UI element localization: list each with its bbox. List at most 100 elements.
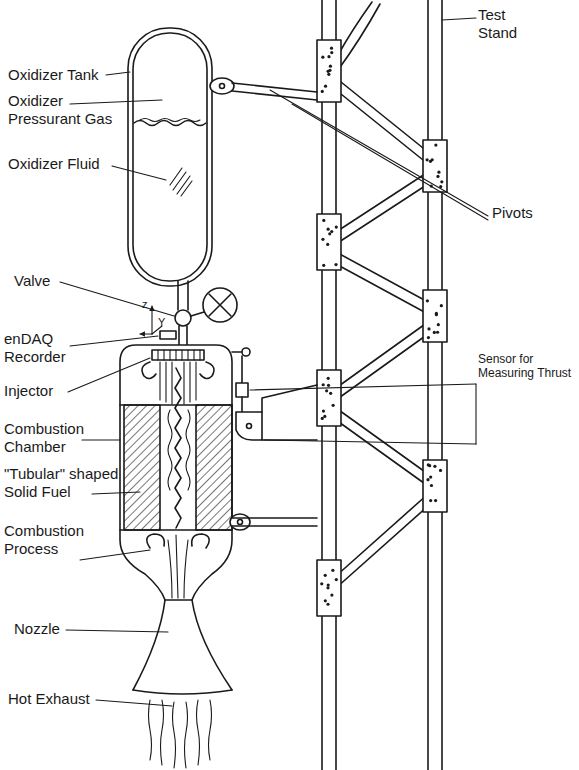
part-label: Oxidizer Pressurant Gas bbox=[8, 92, 123, 128]
part-label: Sensor for Measuring Thrust bbox=[478, 352, 578, 381]
endaq-recorder bbox=[160, 331, 176, 339]
gusset-plate bbox=[330, 593, 333, 596]
gusset-plate bbox=[328, 232, 331, 235]
test-stand-rail bbox=[338, 2, 372, 55]
gusset-plate bbox=[322, 219, 325, 222]
nozzle bbox=[192, 600, 232, 690]
hot-exhaust bbox=[161, 700, 164, 765]
gusset-plate bbox=[326, 243, 329, 246]
gusset-plate bbox=[426, 478, 429, 481]
gusset-plate bbox=[429, 475, 432, 478]
injector bbox=[193, 350, 194, 360]
test-stand-rail bbox=[338, 4, 380, 70]
gusset-plate bbox=[430, 484, 433, 487]
thrust-sensor bbox=[247, 424, 252, 429]
valve bbox=[175, 281, 237, 345]
injector bbox=[200, 362, 214, 379]
injector bbox=[142, 350, 214, 379]
gusset-plate bbox=[321, 90, 324, 93]
injector-spray bbox=[171, 362, 172, 404]
injector-spray bbox=[159, 362, 160, 400]
gusset-plate bbox=[321, 56, 324, 59]
part-label: Combustion Process bbox=[4, 522, 104, 558]
gusset-plate bbox=[324, 599, 327, 602]
endaq-recorder bbox=[160, 331, 176, 339]
hot-exhaust bbox=[149, 700, 152, 760]
leader-line bbox=[264, 440, 476, 444]
thrust-sensor bbox=[241, 397, 243, 412]
gusset-plate bbox=[427, 463, 430, 466]
hot-exhaust bbox=[149, 700, 212, 768]
combustion-flame bbox=[184, 540, 188, 598]
gusset-plate bbox=[427, 336, 430, 339]
truss-member bbox=[336, 184, 428, 244]
part-label: Combustion Chamber bbox=[4, 420, 104, 456]
pivot-mount bbox=[232, 517, 317, 519]
gusset-plate bbox=[434, 143, 437, 146]
thrust-sensor bbox=[232, 348, 317, 440]
fluid-hatching bbox=[170, 168, 192, 196]
gusset-plate bbox=[334, 263, 337, 266]
valve bbox=[209, 294, 231, 316]
truss-member bbox=[336, 494, 428, 576]
oxidizer-tank bbox=[140, 119, 200, 122]
gusset-plate bbox=[327, 55, 330, 58]
gusset-plate bbox=[317, 40, 447, 616]
valve bbox=[178, 326, 180, 345]
gusset-plate bbox=[317, 40, 341, 102]
part-label: Oxidizer Tank bbox=[8, 66, 128, 84]
leader-line bbox=[80, 550, 150, 560]
injector bbox=[199, 350, 200, 360]
truss-member bbox=[336, 78, 428, 152]
combustion-flame bbox=[176, 535, 178, 598]
valve bbox=[191, 312, 204, 316]
truss-member bbox=[336, 252, 428, 302]
gusset-plate bbox=[335, 225, 338, 228]
gusset-plate bbox=[322, 383, 325, 386]
part-label: enDAQ Recorder bbox=[4, 330, 84, 366]
fluid-hatching bbox=[173, 172, 186, 190]
gusset-plate bbox=[434, 499, 437, 502]
pivot-mount bbox=[238, 520, 243, 525]
gusset-plate bbox=[429, 499, 432, 502]
gusset-plate bbox=[326, 586, 329, 589]
leader-line bbox=[66, 630, 168, 632]
injector bbox=[142, 362, 156, 379]
injector bbox=[175, 350, 176, 360]
injector bbox=[187, 350, 188, 360]
leader-line bbox=[70, 336, 158, 346]
combustion-flame bbox=[168, 410, 172, 490]
gusset-plate bbox=[429, 160, 432, 163]
valve bbox=[186, 326, 188, 345]
gusset-plate bbox=[335, 578, 338, 581]
combustion-chamber bbox=[120, 345, 232, 600]
pivot-mount bbox=[230, 514, 250, 530]
gusset-plate bbox=[332, 404, 335, 407]
gusset-plate bbox=[323, 415, 326, 418]
gusset-plate bbox=[427, 327, 430, 330]
injector-spray bbox=[165, 362, 166, 402]
injector-spray bbox=[189, 362, 190, 402]
part-label: Valve bbox=[14, 272, 74, 290]
leader-line bbox=[82, 439, 120, 440]
injector-spray bbox=[183, 362, 184, 404]
valve bbox=[203, 288, 237, 322]
gusset-plate bbox=[423, 290, 447, 342]
gusset-plate bbox=[440, 304, 443, 307]
gusset-plate bbox=[327, 384, 330, 387]
injector-spray bbox=[195, 362, 196, 400]
solid-fuel-grain bbox=[196, 405, 232, 530]
solid-fuel-grain bbox=[124, 405, 160, 530]
gusset-plate bbox=[326, 603, 329, 606]
axis-label: z bbox=[142, 298, 162, 311]
hot-exhaust bbox=[173, 702, 176, 768]
gusset-plate bbox=[433, 331, 436, 334]
hot-exhaust bbox=[209, 700, 212, 760]
truss-member bbox=[336, 264, 428, 314]
combustion-flame bbox=[192, 534, 209, 548]
gusset-plate bbox=[435, 313, 438, 316]
leader-line bbox=[106, 72, 130, 75]
combustion-flame bbox=[168, 540, 172, 598]
truss-member bbox=[336, 334, 428, 400]
gusset-plate bbox=[436, 331, 439, 334]
